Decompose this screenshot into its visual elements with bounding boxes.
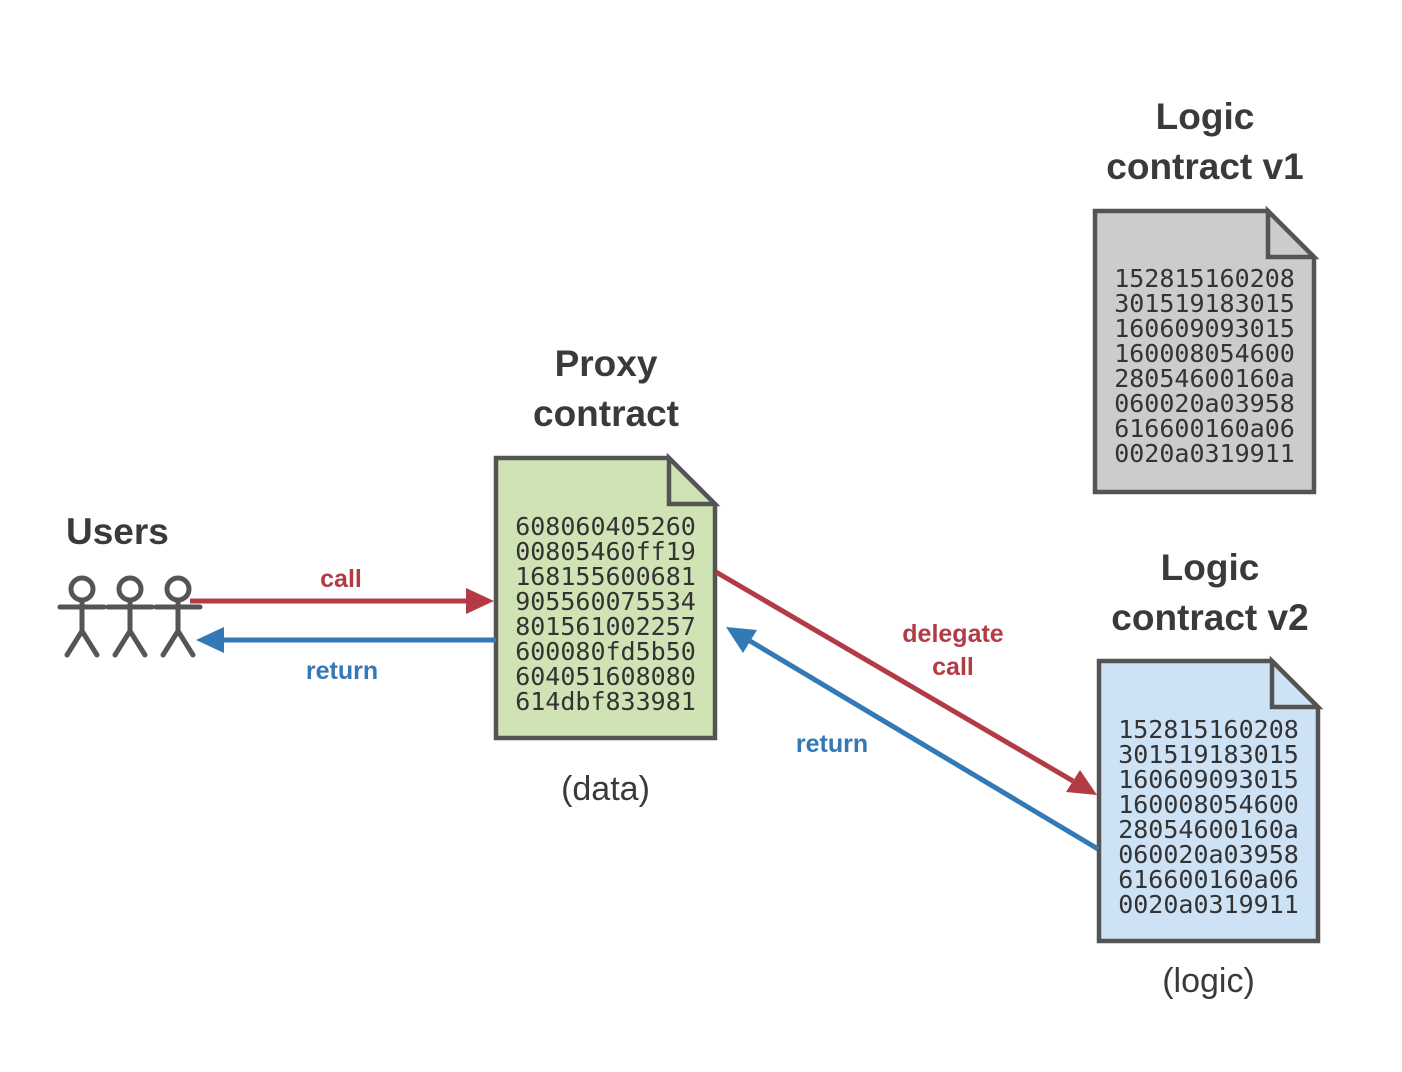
call-arrow-label: call: [320, 565, 362, 593]
delegate-call-arrowhead-icon: [1066, 770, 1097, 795]
proxy-document: [493, 452, 721, 741]
user-icon: [108, 578, 152, 655]
delegate-call-arrow: [714, 569, 1097, 795]
code-line: 060020a03958: [1114, 389, 1295, 418]
proxy-contract-title: Proxy contract: [533, 343, 679, 434]
code-line: 168155600681: [515, 562, 696, 591]
return-arrowhead-proxy-icon: [726, 627, 757, 653]
call-arrow: [190, 588, 494, 614]
logic-v2-logic-caption: (logic): [1162, 962, 1255, 1000]
code-line: 608060405260: [515, 512, 696, 541]
code-line: 28054600160a: [1118, 815, 1299, 844]
code-line: 616600160a06: [1118, 865, 1299, 894]
code-line: 801561002257: [515, 612, 696, 641]
return-arrow-users-label: return: [305, 657, 379, 685]
delegate-call-arrow-label: delegate call: [902, 620, 1004, 681]
code-line: 301519183015: [1118, 740, 1299, 769]
logic-v2-page: [1096, 658, 1321, 944]
code-line: 905560075534: [515, 587, 696, 616]
logic-v1-page: [1092, 208, 1317, 495]
users-label: Users: [66, 511, 169, 552]
user-icon: [156, 578, 200, 655]
logic-v1-document: [1092, 205, 1320, 495]
logic-v1-fold-icon: [1265, 205, 1320, 260]
code-line: 600080fd5b50: [515, 637, 696, 666]
proxy-fold-icon: [666, 452, 721, 507]
logic-v1-title: Logic contract v1: [1106, 96, 1304, 187]
return-arrow-proxy-line: [748, 638, 1100, 852]
code-line: 604051608080: [515, 662, 696, 691]
return-arrowhead-users-icon: [196, 627, 224, 653]
code-line: 160609093015: [1114, 314, 1295, 343]
return-arrow-proxy-label: return: [795, 730, 869, 758]
logic-v2-fold-icon: [1269, 655, 1324, 710]
code-line: 301519183015: [1114, 289, 1295, 318]
return-arrow-users: [196, 627, 496, 653]
code-line: 616600160a06: [1114, 414, 1295, 443]
proxy-data-caption: (data): [561, 770, 650, 808]
logic-v2-title: Logic contract v2: [1111, 547, 1309, 638]
user-icon: [60, 578, 104, 655]
code-line: 160609093015: [1118, 765, 1299, 794]
code-line: 060020a03958: [1118, 840, 1299, 869]
code-line: 00805460ff19: [515, 537, 696, 566]
return-arrow-proxy: [726, 627, 1100, 852]
code-line: 160008054600: [1114, 339, 1295, 368]
proxy-page: [493, 455, 718, 741]
code-line: 152815160208: [1114, 264, 1295, 293]
code-line: 160008054600: [1118, 790, 1299, 819]
delegate-call-arrow-line: [714, 569, 1075, 784]
code-line: 28054600160a: [1114, 364, 1295, 393]
call-arrowhead-icon: [466, 588, 494, 614]
code-line: 0020a0319911: [1114, 439, 1295, 468]
code-line: 152815160208: [1118, 715, 1299, 744]
code-line: 0020a0319911: [1118, 890, 1299, 919]
logic-v2-document: [1096, 655, 1324, 944]
code-line: 614dbf833981: [515, 687, 696, 716]
